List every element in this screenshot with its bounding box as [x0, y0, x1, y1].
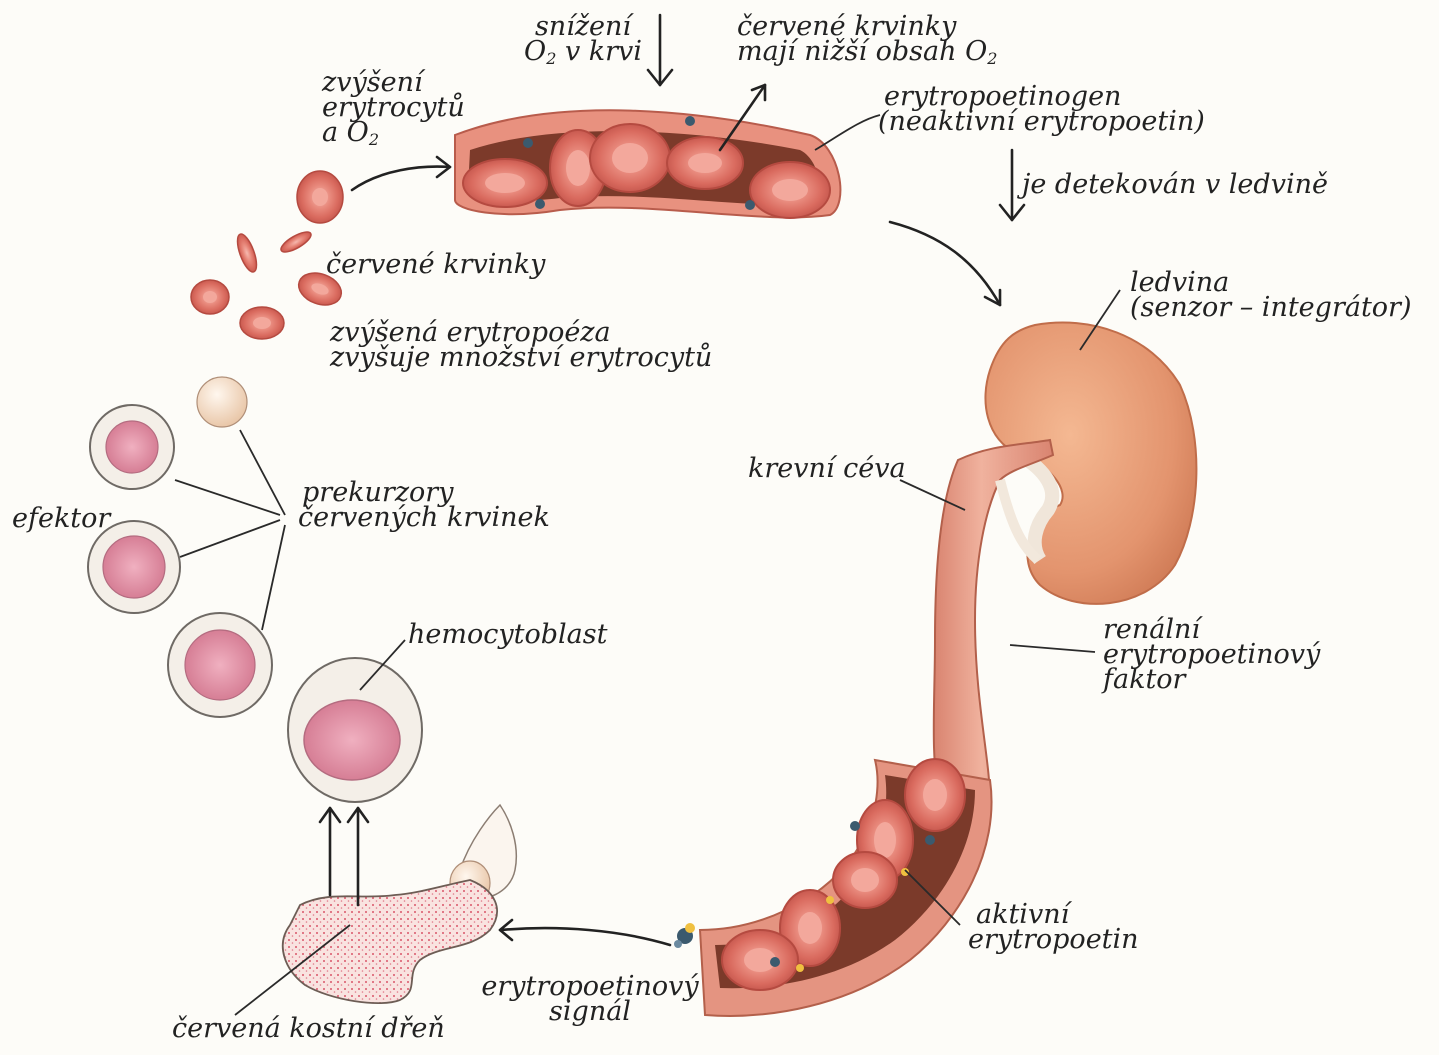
- blood-vessel-to-kidney: [934, 440, 1053, 800]
- hemocytoblast: [288, 658, 422, 802]
- label-hemocytoblast: hemocytoblast: [408, 622, 607, 647]
- top-blood-vessel: [455, 110, 840, 218]
- label-epo-signal: erytropoetinový signál: [470, 974, 710, 1024]
- new-red-blood-cells: [191, 171, 346, 339]
- label-blood-vessel: krevní céva: [748, 456, 906, 481]
- label-red-bone-marrow: červená kostní dřeň: [172, 1016, 445, 1041]
- bottom-vessel: [674, 759, 992, 1016]
- label-renal-factor: renální erytropoetinový faktor: [1103, 617, 1320, 692]
- label-kidney: ledvina (senzor – integrátor): [1130, 270, 1412, 320]
- label-rbc-low-o2: červené krvinky mají nižší obsah O2: [737, 14, 997, 64]
- label-red-blood-cells: červené krvinky: [326, 252, 545, 277]
- erythropoietin-molecule: [674, 923, 695, 948]
- label-active-erythropoietin: aktivní erytropoetin: [968, 902, 1139, 952]
- label-o2-decrease-line2: O2 v krvi: [518, 39, 648, 64]
- label-rbc-precursors: prekurzory červených krvinek: [298, 480, 550, 530]
- label-erythropoietinogen: erytropoetinogen (neaktivní erytropoetin…: [878, 84, 1205, 134]
- precursor-cells: [88, 377, 272, 717]
- label-effector: efektor: [12, 506, 110, 531]
- label-detected-in-kidney: je detekován v ledvině: [1022, 172, 1328, 197]
- label-o2-decrease: snížení O2 v krvi: [518, 14, 648, 64]
- label-increased-erythropoiesis: zvýšená erytropoéza zvyšuje množství ery…: [330, 320, 712, 370]
- label-increase-rbc-o2: zvýšení erytrocytů a O2: [322, 70, 465, 145]
